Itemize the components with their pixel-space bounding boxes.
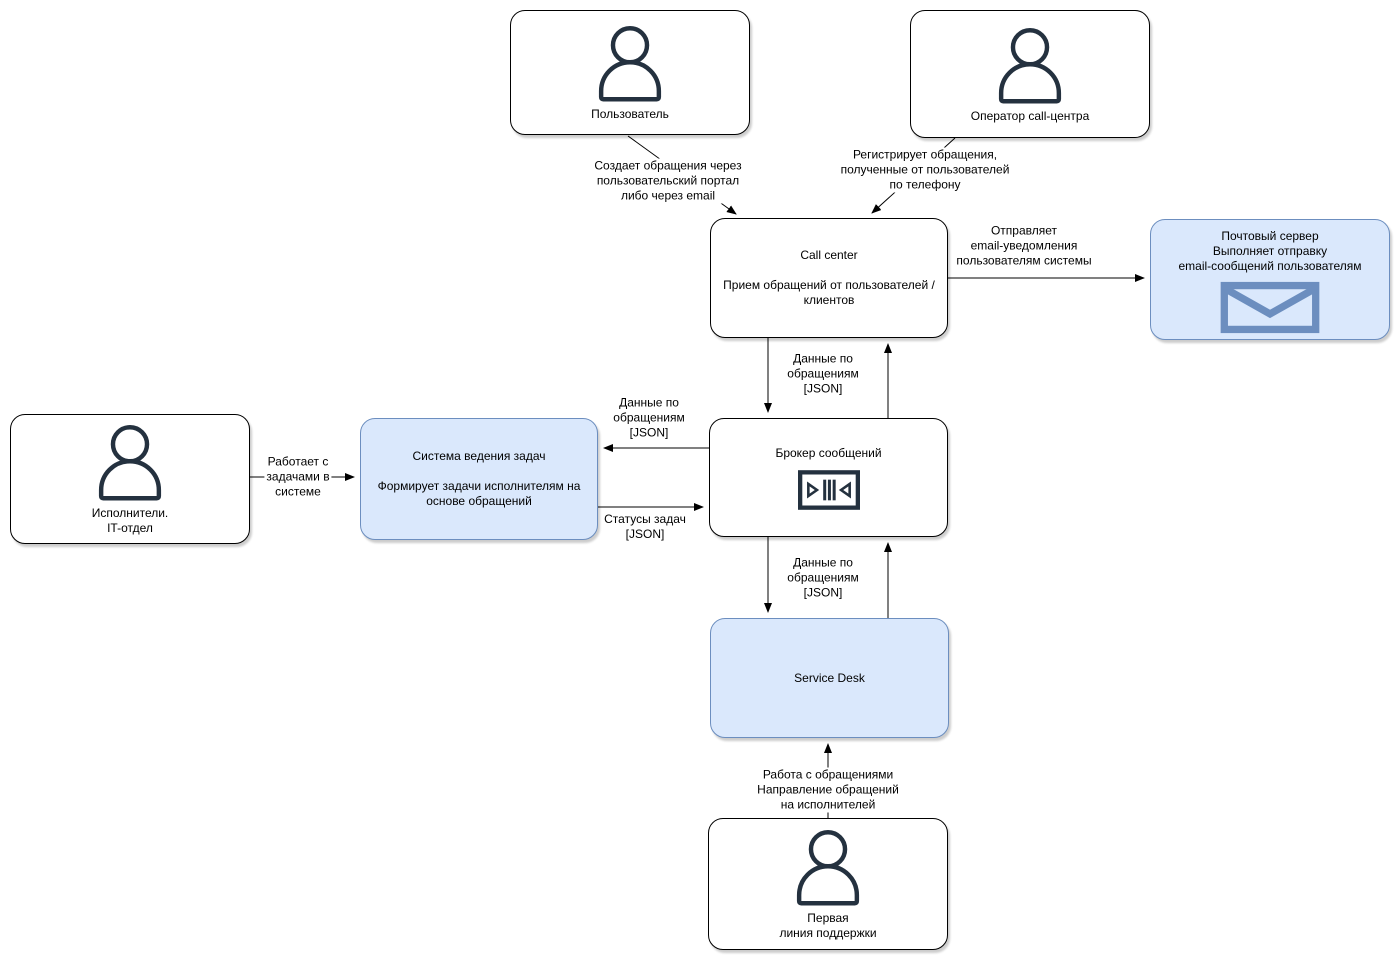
- node-call-center[interactable]: Call center Прием обращений от пользоват…: [710, 218, 948, 338]
- node-task-system[interactable]: Система ведения задач Формирует задачи и…: [360, 418, 598, 540]
- edge-label-broker-to-task-system: Данные по обращениям [JSON]: [611, 395, 687, 441]
- edge-label-broker-service-desk: Данные по обращениям [JSON]: [785, 555, 861, 601]
- edge-label-first-line-to-service-desk: Работа с обращениями Направление обращен…: [755, 767, 901, 813]
- edge-label-call-center-to-mail-server: Отправляет email-уведомления пользовател…: [954, 223, 1094, 269]
- node-task-system-label: Система ведения задач Формирует задачи и…: [377, 449, 581, 508]
- message-queue-icon: [797, 469, 860, 510]
- node-broker[interactable]: Брокер сообщений: [709, 418, 948, 537]
- node-mail-server[interactable]: Почтовый сервер Выполняет отправку email…: [1150, 219, 1390, 340]
- edge-label-executors-to-task-system: Работает с задачами в системе: [264, 454, 332, 500]
- node-broker-label: Брокер сообщений: [775, 445, 882, 460]
- user-icon: [993, 25, 1067, 105]
- user-icon: [791, 827, 865, 907]
- user-icon: [93, 422, 167, 502]
- edge-label-call-center-broker: Данные по обращениям [JSON]: [785, 351, 861, 397]
- node-user[interactable]: Пользователь: [510, 10, 750, 135]
- envelope-icon: [1218, 281, 1322, 334]
- node-user-label: Пользователь: [591, 107, 669, 121]
- node-call-center-label: Call center Прием обращений от пользоват…: [723, 248, 935, 307]
- node-operator-label: Оператор call-центра: [970, 108, 1090, 123]
- node-first-line-label: Первая линия поддержки: [779, 911, 877, 940]
- node-service-desk-label: Service Desk: [794, 670, 865, 685]
- node-mail-server-label: Почтовый сервер Выполняет отправку email…: [1178, 229, 1362, 273]
- node-executors[interactable]: Исполнители. IT-отдел: [10, 414, 250, 544]
- node-service-desk[interactable]: Service Desk: [710, 618, 949, 738]
- node-executors-label: Исполнители. IT-отдел: [91, 506, 169, 535]
- edge-label-task-system-to-broker: Статусы задач [JSON]: [602, 512, 688, 542]
- node-operator[interactable]: Оператор call-центра: [910, 10, 1150, 138]
- node-first-line[interactable]: Первая линия поддержки: [708, 818, 948, 950]
- edge-label-operator-to-call-center: Регистрирует обращения, полученные от по…: [838, 147, 1012, 193]
- edge-label-user-to-call-center: Создает обращения через пользовательский…: [592, 158, 744, 204]
- user-icon: [593, 23, 667, 103]
